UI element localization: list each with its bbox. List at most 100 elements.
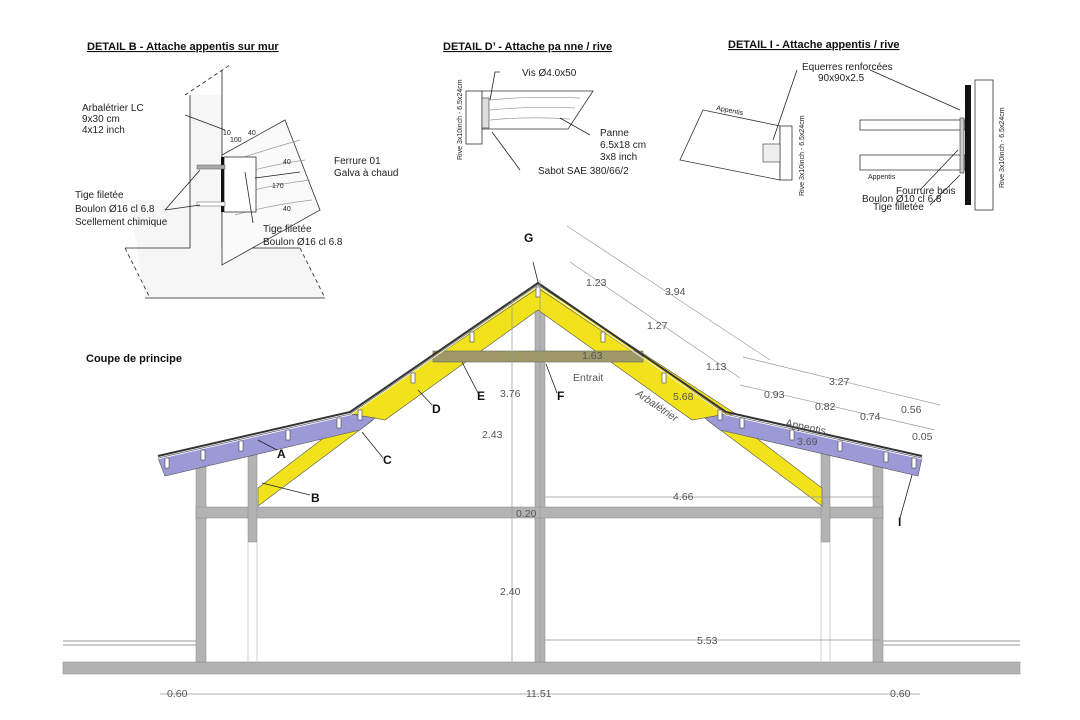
arbaletrier-size-cm: 9x30 cm [82,114,120,125]
tige-left-sealing: Scellement chimique [75,217,168,228]
tige-right-bolt: Boulon Ø16 cl 6.8 [263,237,343,248]
dim-3-69: 3.69 [797,436,818,448]
rive-label-right: Rive 3x10inch - 6.5x24cm [999,107,1006,188]
sabot-label: Sabot SAE 380/66/2 [538,166,629,177]
label-i: I [898,515,901,529]
ferrure-back [221,157,224,212]
dim: 170 [272,183,284,190]
panne-label: Panne [600,128,629,139]
ferrure-finish: Galva à chaud [334,168,399,179]
ferrure-label: Ferrure 01 [334,156,381,167]
dim-0-60-right: 0.60 [890,688,911,700]
equerres-label: Equerres renforcées [802,62,893,73]
tige-label: Tige filletée [873,202,924,213]
roof-covering [157,281,923,457]
detail-d: DETAIL D’ - Attache pa nne / rive Vis Ø4… [443,41,646,177]
fourrure [959,117,965,174]
dim-3-94: 3.94 [665,286,686,298]
dim: 40 [248,130,256,137]
arbaletrier-label: Arbalétrier LC [82,103,144,114]
dim-3-27: 3.27 [829,376,850,388]
detail-i: DETAIL I - Attache appentis / rive Equer… [679,39,1006,213]
panne-size-inch: 3x8 inch [600,152,637,163]
dim: 40 [283,206,291,213]
break-lines [124,64,326,299]
detail-d-title: DETAIL D’ - Attache pa nne / rive [443,41,612,53]
dim-0-20: 0.20 [516,508,537,520]
vis-label: Vis Ø4.0x50 [522,68,577,79]
label-f: F [557,389,564,403]
ground-lines [63,640,1020,646]
dim-0-93: 0.93 [764,389,785,401]
right-wall [872,449,884,663]
rive-left [779,125,793,181]
equerre-right [965,85,971,205]
dim-0-74: 0.74 [860,411,881,423]
dimension-lines [160,225,941,695]
tige-right-label: Tige filetée [263,224,312,235]
fourrure-label: Fourrure bois [896,186,955,197]
label-b: B [311,491,320,505]
dim-5-53: 5.53 [697,635,718,647]
post-guides [247,542,831,662]
tige-left-bolt: Boulon Ø16 cl 6.8 [75,204,155,215]
boulon-label: Boulon Ø10 cl 6.8 [862,194,942,205]
dim-4-66: 4.66 [673,491,694,503]
label-c: C [383,453,392,467]
dim-1-27: 1.27 [647,320,668,332]
dim-3-76: 3.76 [500,388,521,400]
dim: 10 [223,130,231,137]
label-d: D [432,402,441,416]
appentis-left [157,413,376,477]
dim-0-56: 0.56 [901,404,922,416]
equerres-size: 90x90x2.5 [818,73,865,84]
dim-2-43: 2.43 [482,429,503,441]
label-e: E [477,389,485,403]
leader-lines [489,71,591,171]
dim-0-05: 0.05 [912,431,933,443]
left-wall [195,449,207,663]
rive-board [465,90,483,145]
dim-0-60-left: 0.60 [167,688,188,700]
dim-1-63: 1.63 [582,350,603,362]
dim: 100 [230,137,242,144]
appentis-right [704,413,923,477]
entrait [432,350,644,363]
rive-label: Rive 3x10inch - 6.5x24cm [457,79,464,160]
concrete-wall [130,95,325,298]
label-leaders [257,261,913,519]
arbaletrier-size-inch: 4x12 inch [82,125,125,136]
dim-11-51: 11.51 [526,688,552,700]
dim-0-82: 0.82 [815,401,836,413]
appentis-label-right: Appentis [868,174,896,181]
dim-2-40: 2.40 [500,586,521,598]
dim-1-13: 1.13 [706,361,727,373]
dim: 40 [283,159,291,166]
leader-lines [164,114,301,224]
ferrure-plate [223,156,257,213]
section-title: Coupe de principe [86,353,182,365]
purlins [164,286,917,469]
ground-slab [62,661,1021,675]
floor-beam [195,506,884,519]
rive-right [974,79,994,211]
bolt-bottom [196,201,226,207]
panne-beam [481,90,594,130]
label-a: A [277,447,286,461]
wood-grain [489,96,581,121]
leader-lines [772,69,961,206]
detail-b-title: DETAIL B - Attache appentis sur mur [87,41,279,53]
entrait-label: Entrait [573,372,603,384]
bolt-top [196,164,226,170]
dim-5-68: 5.68 [673,391,694,403]
tige-left-label: Tige filetée [75,190,124,201]
rive-label-left: Rive 3x10inch - 6.5x24cm [799,115,806,196]
wall-outline-left [125,95,191,249]
wood-grain [234,139,313,216]
detail-b-dims: 10 100 40 40 170 40 [223,130,291,213]
label-g: G [524,231,533,245]
equerre-left [762,143,781,163]
detail-b: DETAIL B - Attache appentis sur mur Arba… [75,41,399,299]
panne-size-cm: 6.5x18 cm [600,140,646,151]
